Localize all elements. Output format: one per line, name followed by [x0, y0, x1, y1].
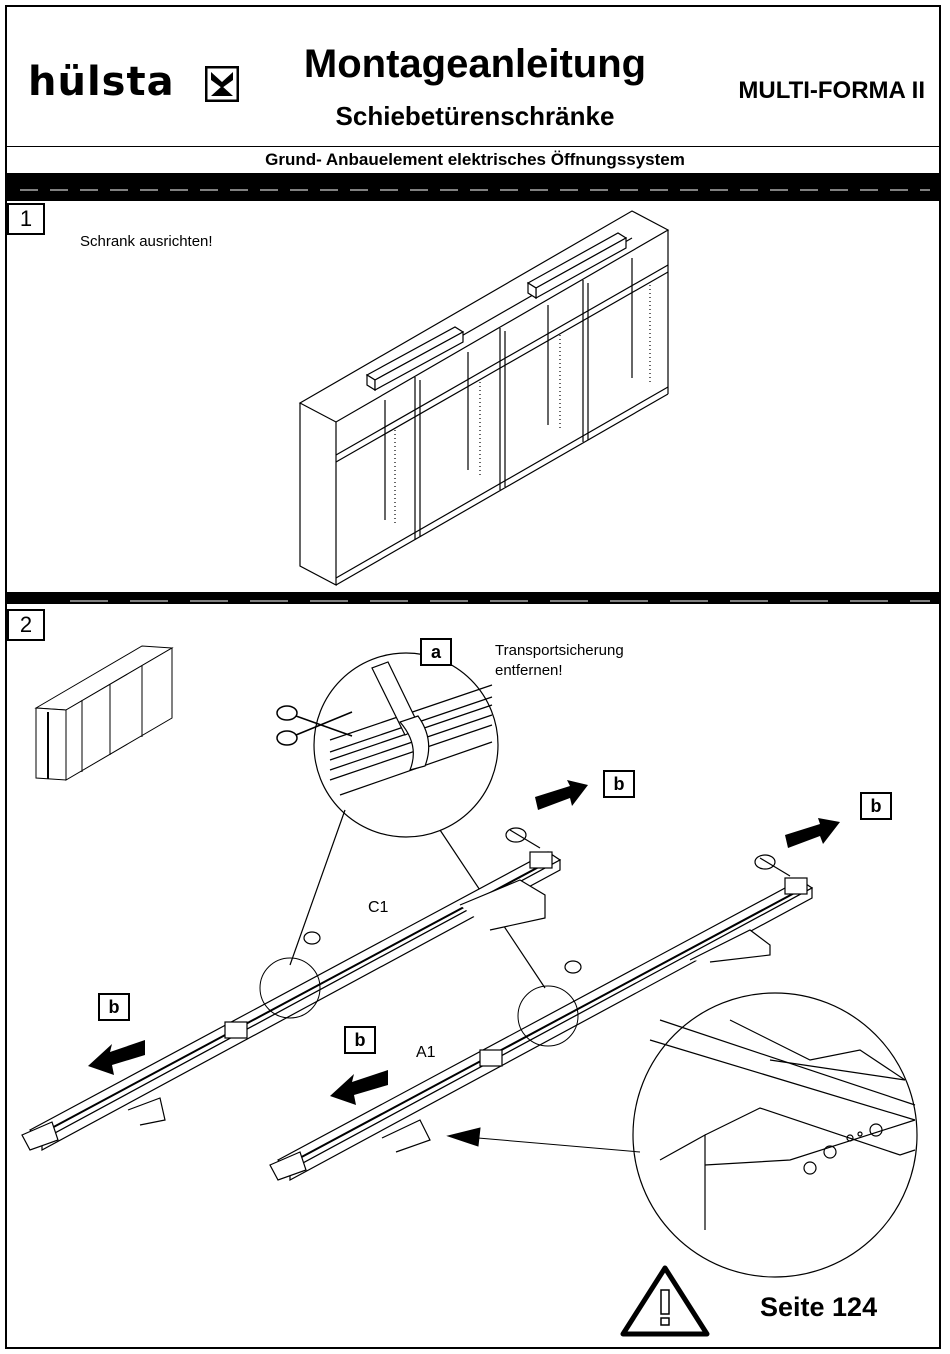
callout-b: b	[860, 792, 892, 820]
callout-a: a	[420, 638, 452, 666]
callout-b: b	[603, 770, 635, 798]
detail-magnifier-bracket	[633, 993, 917, 1277]
wardrobe-carcass	[300, 211, 668, 585]
wardrobe-thumbnail	[36, 646, 172, 780]
part-label-a1: A1	[416, 1045, 436, 1061]
part-label-c1: C1	[368, 900, 388, 916]
callout-b: b	[98, 993, 130, 1021]
warning-triangle-icon	[623, 1268, 707, 1334]
rail-c1	[22, 828, 560, 1150]
page-number: Seite 124	[760, 1294, 877, 1321]
arrow-icon	[448, 1128, 640, 1152]
callout-b: b	[344, 1026, 376, 1054]
